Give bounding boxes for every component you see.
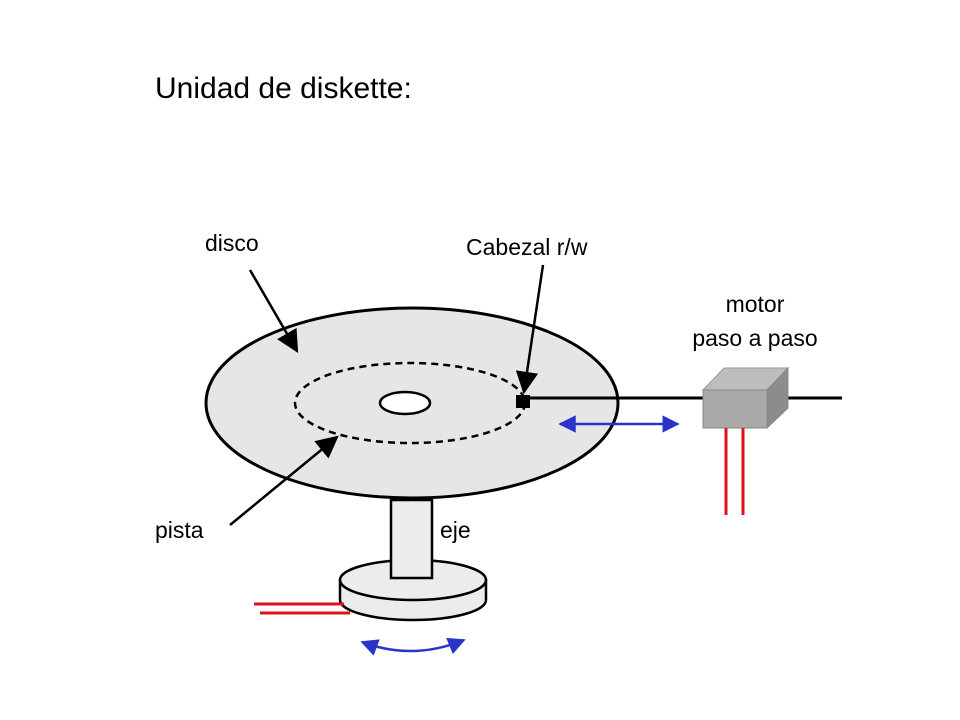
label-cabezal: Cabezal r/w xyxy=(466,234,588,260)
spindle-base xyxy=(338,558,488,622)
label-disco: disco xyxy=(205,230,259,256)
label-eje: eje xyxy=(440,517,471,543)
pista-pointer-arrow xyxy=(229,435,339,526)
rotation-arrow xyxy=(360,637,466,656)
cabezal-pointer-arrow xyxy=(515,264,545,395)
label-pista: pista xyxy=(155,517,204,543)
label-motor-line1: motor xyxy=(726,291,785,317)
slide-title: Unidad de diskette: xyxy=(155,72,412,105)
disco-pointer-arrow xyxy=(248,269,299,353)
read-write-head xyxy=(516,395,530,408)
label-motor-line2: paso a paso xyxy=(692,325,817,351)
stepper-motor xyxy=(701,366,790,430)
shaft xyxy=(389,498,434,580)
disk-hub-hole xyxy=(378,390,432,416)
